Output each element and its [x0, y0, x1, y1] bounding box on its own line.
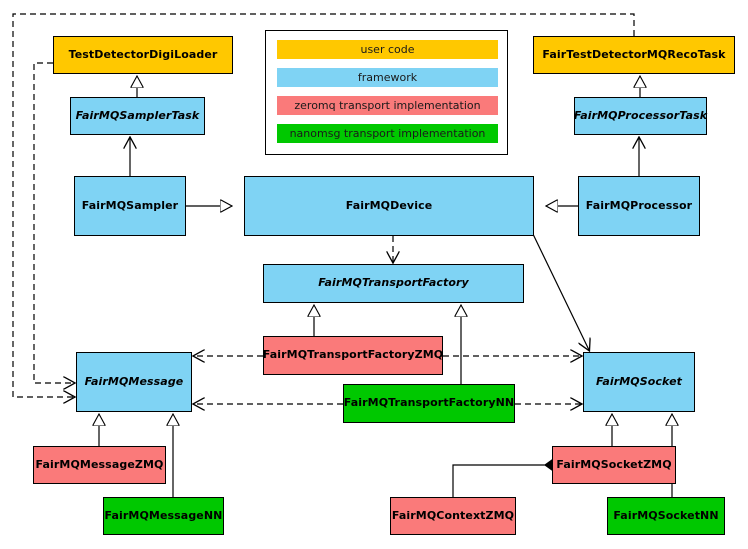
class-box-FairMQMessageNN[interactable]: FairMQMessageNN — [103, 497, 224, 535]
class-box-label: FairMQMessageNN — [104, 508, 223, 522]
legend-label: zeromq transport implementation — [294, 99, 481, 112]
legend-item-zeromq: zeromq transport implementation — [277, 96, 498, 115]
edge-recotask-to-message — [12, 13, 635, 397]
class-box-label: TestDetectorDigiLoader — [68, 47, 218, 61]
class-box-FairMQMessageZMQ[interactable]: FairMQMessageZMQ — [33, 446, 166, 484]
class-box-label: FairMQSamplerTask — [75, 108, 200, 122]
class-box-label: FairMQTransportFactoryZMQ — [262, 348, 444, 362]
class-box-label: FairMQSocketNN — [613, 508, 719, 522]
class-box-FairMQDevice[interactable]: FairMQDevice — [244, 176, 534, 236]
class-box-label: FairMQTransportFactory — [318, 276, 469, 290]
class-box-label: FairMQSocket — [595, 374, 682, 388]
legend-label: framework — [357, 71, 418, 84]
edge-device-to-socket — [531, 231, 589, 350]
class-box-FairMQSocket[interactable]: FairMQSocket — [583, 352, 695, 412]
class-box-FairMQSamplerTask[interactable]: FairMQSamplerTask — [70, 97, 205, 135]
class-box-label: FairMQProcessorTask — [573, 108, 708, 122]
class-box-label: FairMQProcessor — [585, 198, 693, 212]
class-box-FairMQSampler[interactable]: FairMQSampler — [74, 176, 186, 236]
legend-label: user code — [360, 43, 415, 56]
edge-digiloader-to-message — [33, 62, 74, 383]
class-box-FairMQTransportFactoryNN[interactable]: FairMQTransportFactoryNN — [343, 384, 515, 423]
class-box-label: FairMQSampler — [81, 198, 179, 212]
edge-contextzmq-to-socketzmq — [452, 465, 546, 497]
legend: user code framework zeromq transport imp… — [265, 30, 508, 155]
class-box-label: FairMQSocketZMQ — [556, 457, 672, 471]
class-box-label: FairMQDevice — [345, 198, 433, 212]
legend-label: nanomsg transport implementation — [289, 127, 486, 140]
class-box-label: FairMQTransportFactoryNN — [343, 396, 515, 410]
class-box-label: FairMQMessageZMQ — [35, 457, 164, 471]
class-box-FairTestDetectorMQRecoTask[interactable]: FairTestDetectorMQRecoTask — [533, 36, 735, 74]
class-box-FairMQProcessorTask[interactable]: FairMQProcessorTask — [574, 97, 707, 135]
class-box-FairMQTransportFactory[interactable]: FairMQTransportFactory — [263, 264, 524, 303]
class-box-label: FairMQMessage — [84, 374, 184, 388]
class-box-FairMQProcessor[interactable]: FairMQProcessor — [578, 176, 700, 236]
class-box-FairMQSocketZMQ[interactable]: FairMQSocketZMQ — [552, 446, 676, 484]
class-box-label: FairTestDetectorMQRecoTask — [542, 47, 726, 61]
class-box-FairMQMessage[interactable]: FairMQMessage — [76, 352, 192, 412]
class-box-label: FairMQContextZMQ — [391, 508, 515, 522]
legend-item-framework: framework — [277, 68, 498, 87]
class-box-FairMQSocketNN[interactable]: FairMQSocketNN — [607, 497, 725, 535]
class-box-FairMQContextZMQ[interactable]: FairMQContextZMQ — [390, 497, 516, 535]
class-box-FairMQTransportFactoryZMQ[interactable]: FairMQTransportFactoryZMQ — [263, 336, 443, 375]
legend-item-user-code: user code — [277, 40, 498, 59]
class-box-TestDetectorDigiLoader[interactable]: TestDetectorDigiLoader — [53, 36, 233, 74]
legend-item-nanomsg: nanomsg transport implementation — [277, 124, 498, 143]
